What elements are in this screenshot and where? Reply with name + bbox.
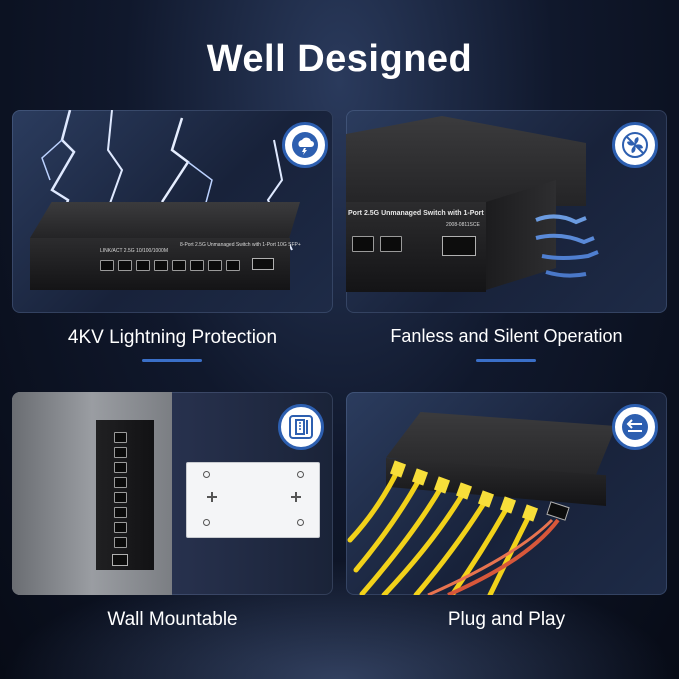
lightning-panel: 8-Port 2.5G Unmanaged Switch with 1-Port… — [12, 110, 333, 313]
plug-and-play-badge — [612, 404, 658, 450]
rj45-port — [154, 260, 168, 271]
wall-mounted-switch — [96, 420, 154, 570]
mounting-hole — [297, 519, 304, 526]
storm-cloud-icon — [292, 132, 318, 158]
wall-mount-icon — [289, 415, 313, 439]
mounting-hole — [297, 471, 304, 478]
caption-wall-mountable: Wall Mountable — [107, 609, 238, 630]
ethernet-cables — [347, 460, 560, 595]
caption-lightning-protection: 4KV Lightning Protection — [67, 327, 278, 348]
caption-fanless: Fanless and Silent Operation — [390, 326, 623, 346]
rj45-port — [208, 260, 222, 271]
mounting-plate — [186, 462, 320, 538]
switch-front: 8-Port 2.5G Unmanaged Switch with 1-Port… — [30, 238, 301, 290]
rj45-port — [114, 522, 127, 533]
caption-underline — [142, 359, 202, 362]
mounting-slots — [207, 492, 301, 502]
rj45-port — [114, 537, 127, 548]
rj45-port — [190, 260, 204, 271]
rj45-port — [114, 507, 127, 518]
mounting-hole — [203, 519, 210, 526]
rj45-port — [114, 432, 127, 443]
sfp-port — [252, 258, 274, 270]
plug-and-play-panel — [346, 392, 667, 595]
rj45-port — [114, 462, 127, 473]
fanless-badge — [612, 122, 658, 168]
rj45-port — [100, 260, 114, 271]
switch-front: Port 2.5G Unmanaged Switch with 1-Port 1… — [346, 202, 519, 292]
sfp-port — [112, 554, 128, 566]
swap-arrows-icon — [622, 414, 648, 440]
fan-disabled-icon — [622, 132, 648, 158]
mounting-hole — [203, 471, 210, 478]
switch-front-label: 8-Port 2.5G Unmanaged Switch with 1-Port… — [180, 242, 301, 248]
switch-speed-legend: LINK/ACT 2.5G 10/100/1000M — [100, 248, 169, 254]
rj45-port — [114, 447, 127, 458]
rj45-port — [136, 260, 150, 271]
rj45-port — [380, 236, 402, 252]
switch-side-label: Port 2.5G Unmanaged Switch with 1-Port 1… — [348, 210, 519, 217]
rj45-port — [114, 477, 127, 488]
fanless-panel: Port 2.5G Unmanaged Switch with 1-Port 1… — [346, 110, 667, 313]
rj45-port — [226, 260, 240, 271]
rj45-port — [172, 260, 186, 271]
caption-plug-and-play: Plug and Play — [447, 609, 566, 630]
lightning-badge — [282, 122, 328, 168]
switch-model: 2008-0811SCE — [446, 222, 480, 228]
caption-underline — [476, 359, 536, 362]
wall-mount-badge — [278, 404, 324, 450]
rj45-port — [118, 260, 132, 271]
sfp-port — [442, 236, 476, 256]
switch-top — [30, 202, 300, 238]
page-title: Well Designed — [206, 38, 473, 80]
rj45-port — [352, 236, 374, 252]
rj45-port — [114, 492, 127, 503]
airflow-arrows — [535, 214, 599, 278]
